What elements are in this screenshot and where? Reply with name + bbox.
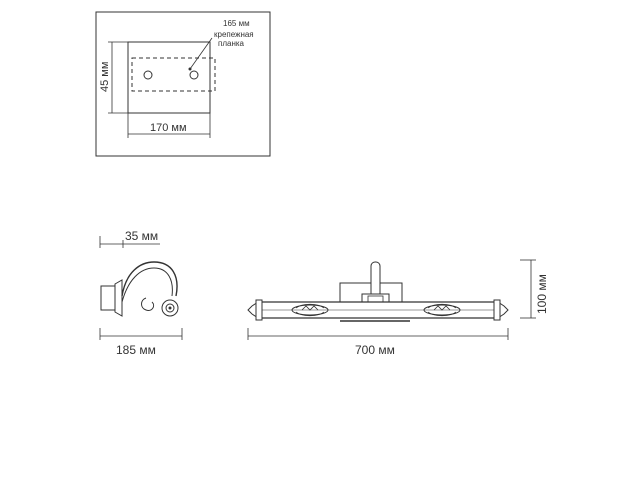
plate-width-label: 170 мм <box>150 122 187 134</box>
side-view: 35 мм 185 мм <box>99 229 183 357</box>
mounting-bracket <box>131 57 216 92</box>
length-label: 700 мм <box>355 343 395 357</box>
projection-label: 185 мм <box>116 343 156 357</box>
bracket-leader <box>189 37 213 70</box>
wall-mount-cap <box>114 279 123 317</box>
plate-frame <box>95 11 271 157</box>
wall-base <box>100 285 116 311</box>
screw-hole-left <box>143 70 153 80</box>
bracket-label-line2: планка <box>218 39 245 48</box>
bracket-width-label: 165 мм <box>223 19 250 28</box>
right-cap <box>493 299 501 321</box>
left-cap <box>255 299 263 321</box>
lamp-end-center <box>168 306 172 310</box>
depth-label: 35 мм <box>125 229 158 243</box>
arm-scroll <box>141 297 155 311</box>
mounting-plate-view: 165 мм крепежная планка 170 мм 45 мм <box>95 11 271 157</box>
left-ornament <box>291 303 329 317</box>
curved-arm-inner <box>121 267 173 303</box>
screw-hole-right <box>189 70 199 80</box>
front-view: 700 мм 100 мм <box>247 259 549 357</box>
curved-arm <box>121 261 178 297</box>
bracket-label-line1: крепежная <box>214 30 254 39</box>
plate-height-label: 45 мм <box>99 62 111 92</box>
right-ornament <box>423 303 461 317</box>
bracket-leader-dot <box>188 67 192 71</box>
height-label: 100 мм <box>535 274 549 314</box>
